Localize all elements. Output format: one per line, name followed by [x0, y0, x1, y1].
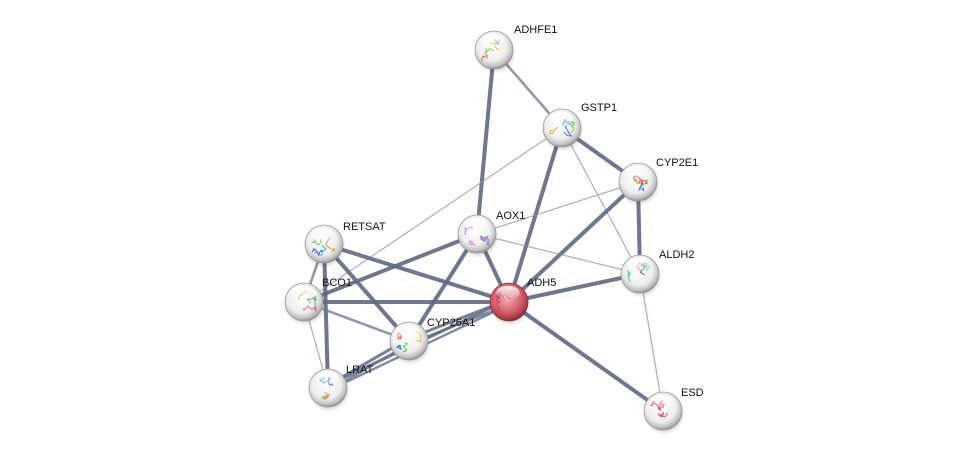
node-label: RETSAT — [343, 221, 386, 233]
node-label: ADHFE1 — [514, 24, 557, 36]
node-label: LRAT — [346, 364, 374, 376]
edge-gstp1-aldh2[interactable] — [561, 127, 641, 275]
node-highlight — [396, 324, 420, 340]
node-highlight — [627, 257, 651, 273]
node-label: BCO1 — [322, 277, 352, 289]
node-label: AOX1 — [496, 210, 525, 222]
node-highlight — [311, 227, 335, 243]
node-highlight — [481, 33, 505, 49]
node-adhfe1[interactable]: ADHFE1 — [474, 24, 557, 74]
edge-cyp2e1-aox1[interactable] — [476, 181, 639, 235]
node-highlight — [315, 371, 339, 387]
node-adh5[interactable]: ADH5 — [489, 277, 556, 326]
edge-aox1-aldh2[interactable] — [476, 233, 641, 275]
node-aox1[interactable]: AOX1 — [457, 210, 525, 258]
node-lrat[interactable]: LRAT — [308, 364, 374, 412]
node-retsat[interactable]: RETSAT — [304, 221, 386, 268]
edge-adhfe1-aox1[interactable] — [475, 48, 496, 236]
node-highlight — [291, 285, 315, 301]
node-highlight — [549, 111, 573, 127]
node-gstp1[interactable]: GSTP1 — [542, 102, 617, 152]
node-label: CYP26A1 — [427, 317, 475, 329]
node-label: GSTP1 — [581, 102, 617, 114]
node-label: ESD — [681, 387, 704, 399]
node-esd[interactable]: ESD — [643, 387, 704, 435]
node-highlight — [496, 285, 520, 301]
node-bco1[interactable]: BCO1 — [284, 277, 352, 326]
node-aldh2[interactable]: ALDH2 — [620, 249, 694, 298]
edge-adh5-esd[interactable] — [507, 300, 665, 413]
node-label: CYP2E1 — [656, 157, 698, 169]
edge-retsat-lrat[interactable] — [322, 242, 330, 390]
edge-cyp2e1-adh5[interactable] — [507, 180, 640, 304]
edge-aldh2-adh5[interactable] — [507, 272, 642, 304]
node-label: ALDH2 — [659, 249, 694, 261]
edge-retsat-adh5[interactable] — [322, 242, 511, 304]
node-cyp2e1[interactable]: CYP2E1 — [618, 157, 698, 206]
node-highlight — [650, 394, 674, 410]
node-label: ADH5 — [527, 277, 556, 289]
node-highlight — [625, 165, 649, 181]
node-cyp26a1[interactable]: CYP26A1 — [389, 317, 475, 365]
node-highlight — [464, 217, 488, 233]
edge-aox1-bco1[interactable] — [302, 232, 479, 304]
